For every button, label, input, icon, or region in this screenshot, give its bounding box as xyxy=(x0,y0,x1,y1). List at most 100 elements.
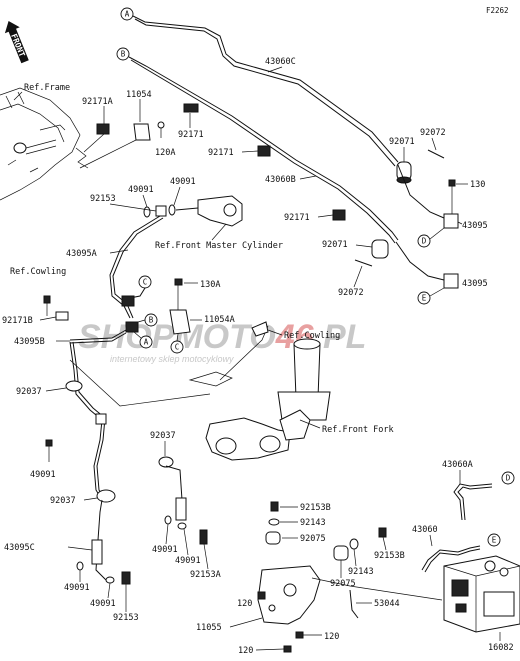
damper-92075-b xyxy=(333,545,349,561)
part-53044-label: 53044 xyxy=(374,599,400,609)
svg-text:E: E xyxy=(422,294,427,303)
bolt-92153B-a xyxy=(270,501,279,512)
part-92171-b-label: 92171 xyxy=(208,148,234,158)
front-arrow-icon: FRONT xyxy=(4,20,29,64)
part-43060A-label: 43060A xyxy=(442,460,473,470)
washer-49091-e xyxy=(177,522,187,530)
collar-92143-a xyxy=(268,518,280,526)
ref-cowling-mid-label: Ref.Cowling xyxy=(284,331,340,341)
bracket-11054 xyxy=(133,123,151,141)
connector-d-right xyxy=(417,234,431,248)
part-92171-c-label: 92171 xyxy=(284,213,310,223)
washer-49091-f xyxy=(76,561,84,571)
part-92153A-label: 92153A xyxy=(190,570,221,580)
part-92075-b-label: 92075 xyxy=(330,579,356,589)
part-16082-label: 16082 xyxy=(488,643,514,653)
connector-e-low xyxy=(487,533,501,547)
part-11054A-label: 11054A xyxy=(204,315,235,325)
grommet-92071-b xyxy=(371,239,389,259)
part-92037-c-label: 92037 xyxy=(50,496,76,506)
part-92075-a-label: 92075 xyxy=(300,534,326,544)
part-92072-a-label: 92072 xyxy=(420,128,446,138)
banjo-bolt xyxy=(155,205,167,217)
clip-mid-lower xyxy=(125,321,139,333)
part-43095C-label: 43095C xyxy=(4,543,35,553)
part-92072-b-label: 92072 xyxy=(338,288,364,298)
svg-text:E: E xyxy=(492,536,497,545)
connector-e-right xyxy=(417,291,431,305)
svg-text:A: A xyxy=(144,338,149,347)
part-120-a-label: 120 xyxy=(237,599,252,609)
clip-92171A xyxy=(96,123,110,135)
part-92153-b-label: 92153 xyxy=(113,613,139,623)
clip-92171-b xyxy=(257,145,271,157)
part-120-c-label: 120 xyxy=(238,646,253,656)
svg-text:C: C xyxy=(143,278,148,287)
clip-92072-a xyxy=(427,149,445,159)
part-92153B-a-label: 92153B xyxy=(300,503,331,513)
front-label: FRONT xyxy=(9,32,26,58)
connector-a-mid xyxy=(139,335,153,349)
cable-53044 xyxy=(349,589,359,619)
part-49091-a-label: 49091 xyxy=(128,185,154,195)
part-49091-c-label: 49091 xyxy=(30,470,56,480)
part-92153B-b-label: 92153B xyxy=(374,551,405,561)
washer-49091-g xyxy=(105,576,115,584)
connector-a-top xyxy=(120,7,134,21)
part-92037-b-label: 92037 xyxy=(150,431,176,441)
ref-frame-label: Ref.Frame xyxy=(24,83,70,93)
part-49091-e-label: 49091 xyxy=(175,556,201,566)
frame-outline xyxy=(0,87,81,201)
part-11054-label: 11054 xyxy=(126,90,152,100)
bolt-120-c xyxy=(283,645,292,653)
part-92143-a-label: 92143 xyxy=(300,518,326,528)
part-92143-b-label: 92143 xyxy=(348,567,374,577)
clip-cowling-mid xyxy=(251,321,269,337)
clip-92171-a xyxy=(183,103,199,113)
svg-text:B: B xyxy=(149,316,154,325)
hose-upper-right xyxy=(175,497,187,521)
part-92171B-label: 92171B xyxy=(2,316,33,326)
part-49091-g-label: 49091 xyxy=(90,599,116,609)
watermark-tagline: internetowy sklep motocyklowy xyxy=(110,354,234,364)
svg-text:C: C xyxy=(175,343,180,352)
ref-cowling-left-label: Ref.Cowling xyxy=(10,267,66,277)
part-92153-a-label: 92153 xyxy=(90,194,116,204)
bolt-92153B-b xyxy=(378,527,387,538)
svg-text:B: B xyxy=(121,50,126,59)
part-49091-d-label: 49091 xyxy=(152,545,178,555)
part-49091-f-label: 49091 xyxy=(64,583,90,593)
part-92071-a-label: 92071 xyxy=(389,137,415,147)
bolt-120-a xyxy=(257,591,266,600)
clip-92171-c xyxy=(332,209,346,221)
svg-text:D: D xyxy=(422,237,427,246)
clip-92072-b xyxy=(354,259,373,267)
part-120A-label: 120A xyxy=(155,148,175,158)
fitting-43095-lower xyxy=(443,273,459,289)
part-92171-a-label: 92171 xyxy=(178,130,204,140)
washer-49091-a xyxy=(143,206,151,218)
part-43060C-label: 43060C xyxy=(265,57,296,67)
washer-49091-d xyxy=(164,515,172,525)
clamp-92037-a xyxy=(65,380,83,392)
screw-92171B xyxy=(43,295,51,304)
ref-master-cylinder-label: Ref.Front Master Cylinder xyxy=(155,241,283,251)
svg-text:D: D xyxy=(506,474,511,483)
bolt-92153 xyxy=(121,571,131,585)
part-43060-label: 43060 xyxy=(412,525,438,535)
front-fork xyxy=(205,338,331,461)
abs-unit-16082 xyxy=(443,555,520,633)
part-43095A-label: 43095A xyxy=(66,249,97,259)
bolt-92153A xyxy=(199,529,208,545)
clip-92171B xyxy=(55,311,69,321)
washer-49091-c xyxy=(45,439,53,447)
part-130A-label: 130A xyxy=(200,280,220,290)
master-cylinder xyxy=(197,195,243,227)
part-43060B-label: 43060B xyxy=(265,175,296,185)
bracket-11054A xyxy=(169,309,191,335)
clamp-92037-c xyxy=(96,489,116,503)
svg-text:A: A xyxy=(125,10,130,19)
part-49091-b-label: 49091 xyxy=(170,177,196,187)
part-92037-a-label: 92037 xyxy=(16,387,42,397)
